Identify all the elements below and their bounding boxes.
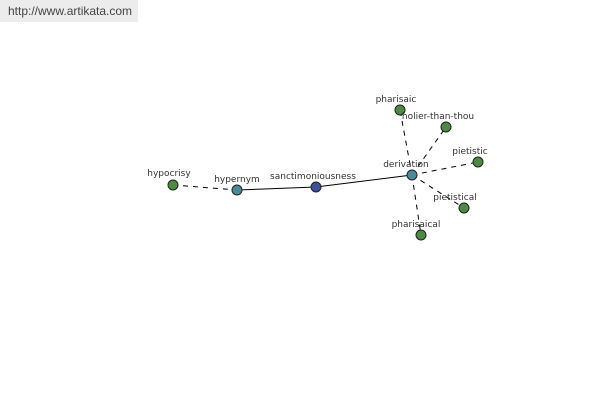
node-label-pietistic: pietistic <box>452 147 487 157</box>
edge-hypocrisy-hypernym <box>172 184 238 191</box>
node-derivation[interactable] <box>406 169 418 181</box>
edge-derivation-pietistical <box>411 174 465 209</box>
labels-layer: hypocrisy hypernym sanctimoniousness deriva… <box>147 95 487 230</box>
node-holier-than-thou[interactable] <box>440 121 452 133</box>
url-banner: http://www.artikata.com <box>0 0 138 22</box>
node-label-hypocrisy: hypocrisy <box>147 169 191 179</box>
edges-layer <box>172 109 479 236</box>
url-text: http://www.artikata.com <box>8 4 133 18</box>
node-sanctimoniousness[interactable] <box>310 181 322 193</box>
edge-hypernym-sanctimoniousness <box>236 186 317 191</box>
node-pietistic[interactable] <box>472 156 484 168</box>
edge-derivation-pharisaic <box>399 109 413 176</box>
node-hypernym[interactable] <box>231 184 243 196</box>
nodes-layer <box>167 104 484 241</box>
edge-derivation-pharisaical <box>411 174 422 236</box>
node-label-holier-than-thou: holier-than-thou <box>402 112 474 122</box>
node-pharisaical[interactable] <box>415 229 427 241</box>
node-label-derivation: derivation <box>383 160 429 170</box>
node-pharisaic[interactable] <box>394 104 406 116</box>
edge-derivation-pietistic <box>411 161 479 176</box>
node-label-pharisaic: pharisaic <box>376 95 417 105</box>
node-label-pietistical: pietistical <box>433 193 476 203</box>
node-hypocrisy[interactable] <box>167 179 179 191</box>
node-label-pharisaical: pharisaical <box>392 220 441 230</box>
edge-sanctimoniousness-derivation <box>315 174 413 188</box>
node-pietistical[interactable] <box>458 202 470 214</box>
node-label-hypernym: hypernym <box>214 175 260 185</box>
node-label-sanctimoniousness: sanctimoniousness <box>270 172 356 182</box>
